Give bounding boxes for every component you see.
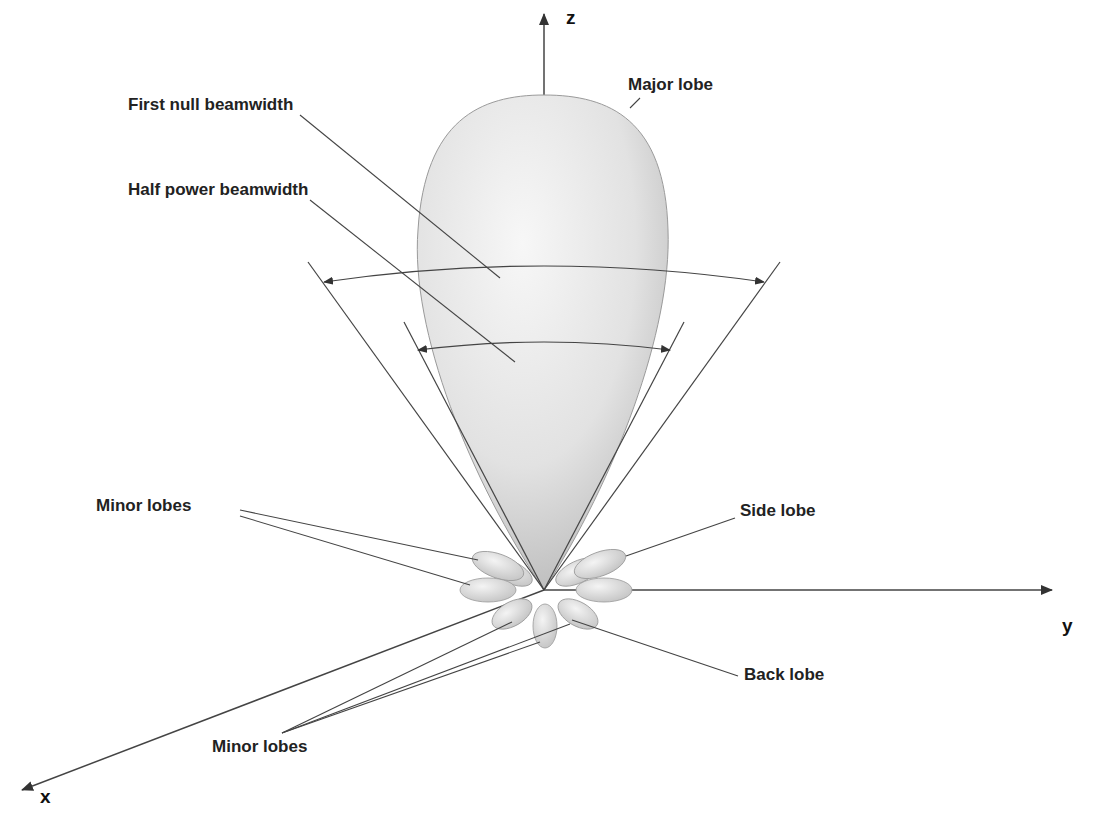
beamwidth-lines xyxy=(308,262,780,590)
part-label: Side lobe xyxy=(740,502,816,521)
axis-label: y xyxy=(1062,616,1073,637)
part-label: Minor lobes xyxy=(212,738,307,757)
leader-lines xyxy=(240,98,738,733)
part-label: Back lobe xyxy=(744,666,824,685)
minor-lobes xyxy=(460,543,632,648)
part-label: First null beamwidth xyxy=(128,96,293,115)
axis-label: x xyxy=(40,787,51,808)
part-label: Half power beamwidth xyxy=(128,181,308,200)
part-label: Major lobe xyxy=(628,76,713,95)
axes xyxy=(22,14,1052,790)
part-label: Minor lobes xyxy=(96,497,191,516)
axis-label: z xyxy=(566,8,576,29)
